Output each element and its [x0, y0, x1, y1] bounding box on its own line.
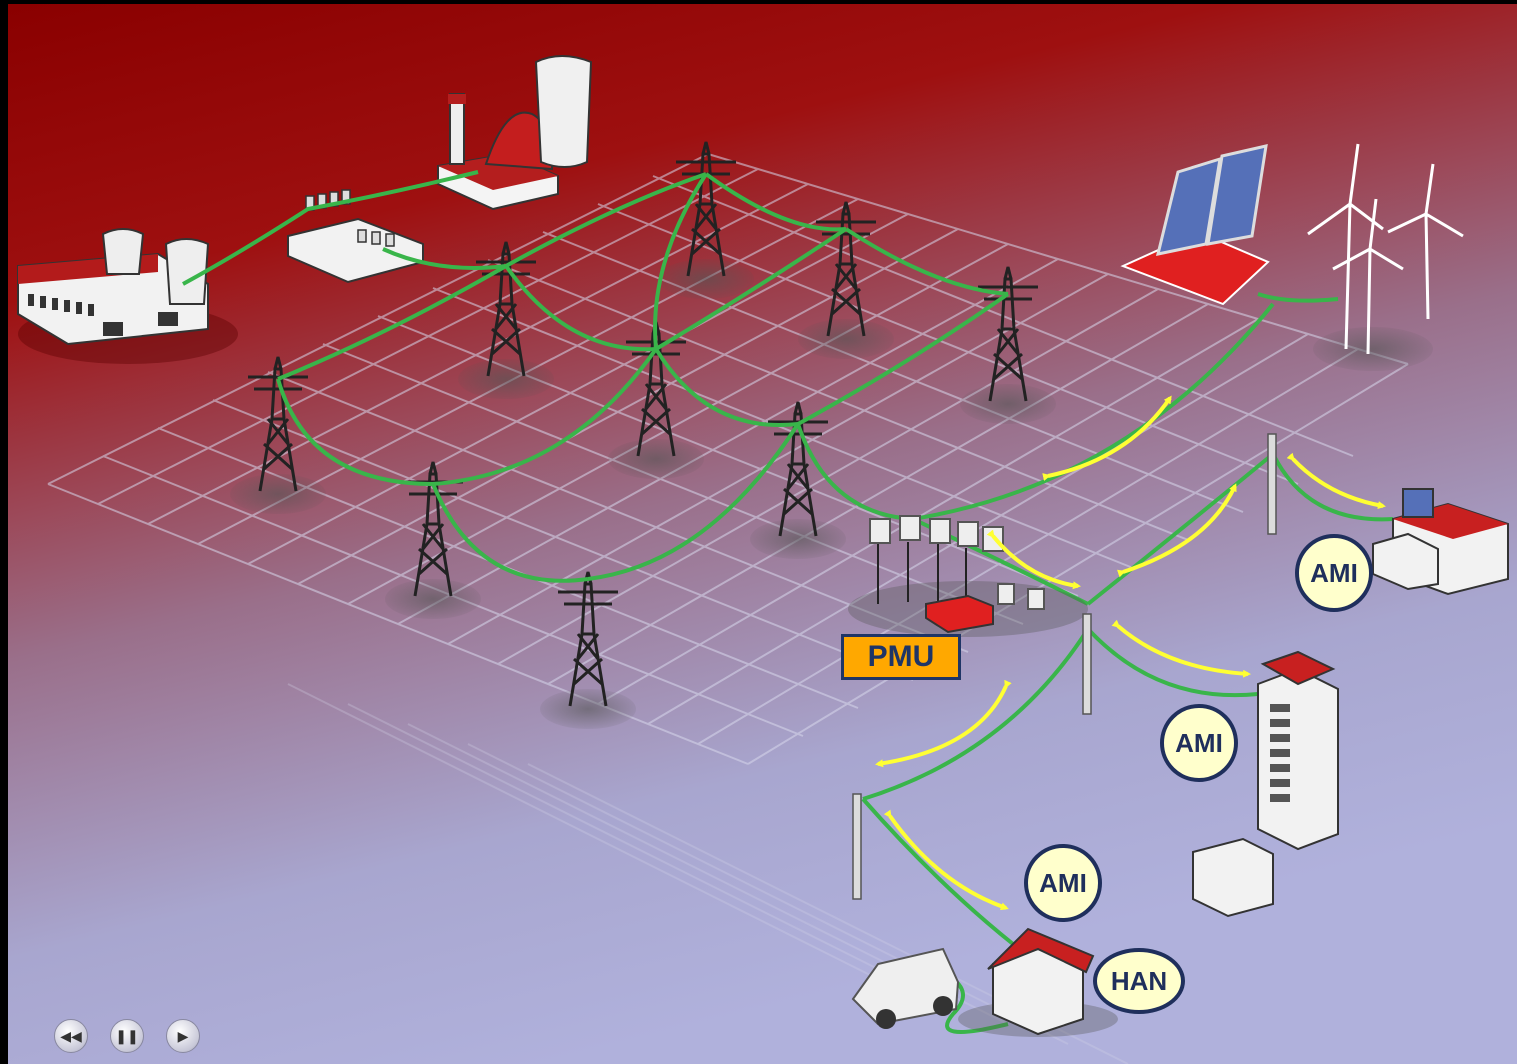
- rewind-icon[interactable]: ◀◀: [54, 1019, 88, 1053]
- ami-badge-office: AMI: [1160, 704, 1238, 782]
- ground-grid: [47, 153, 1409, 1064]
- coal-power-plant: [17, 228, 238, 364]
- communication-arrows: [875, 395, 1386, 911]
- pause-icon[interactable]: ❚❚: [110, 1019, 144, 1053]
- ami-badge-house: AMI: [1024, 844, 1102, 922]
- ami-badge-factory: AMI: [1295, 534, 1373, 612]
- solar-panels: [1120, 144, 1270, 306]
- pmu-label: PMU: [841, 634, 961, 680]
- play-icon[interactable]: ▶: [166, 1019, 200, 1053]
- grid-illustration: [8, 4, 1517, 1064]
- nuclear-power-plant: [437, 55, 593, 211]
- house-building: [958, 927, 1118, 1037]
- office-building: [1192, 650, 1339, 918]
- han-badge: HAN: [1093, 948, 1185, 1014]
- electric-car: [851, 947, 960, 1029]
- factory-building: [1372, 488, 1509, 596]
- utility-poles: [852, 433, 1277, 900]
- pmu-substation: [848, 515, 1088, 637]
- wind-turbines: [1307, 143, 1464, 371]
